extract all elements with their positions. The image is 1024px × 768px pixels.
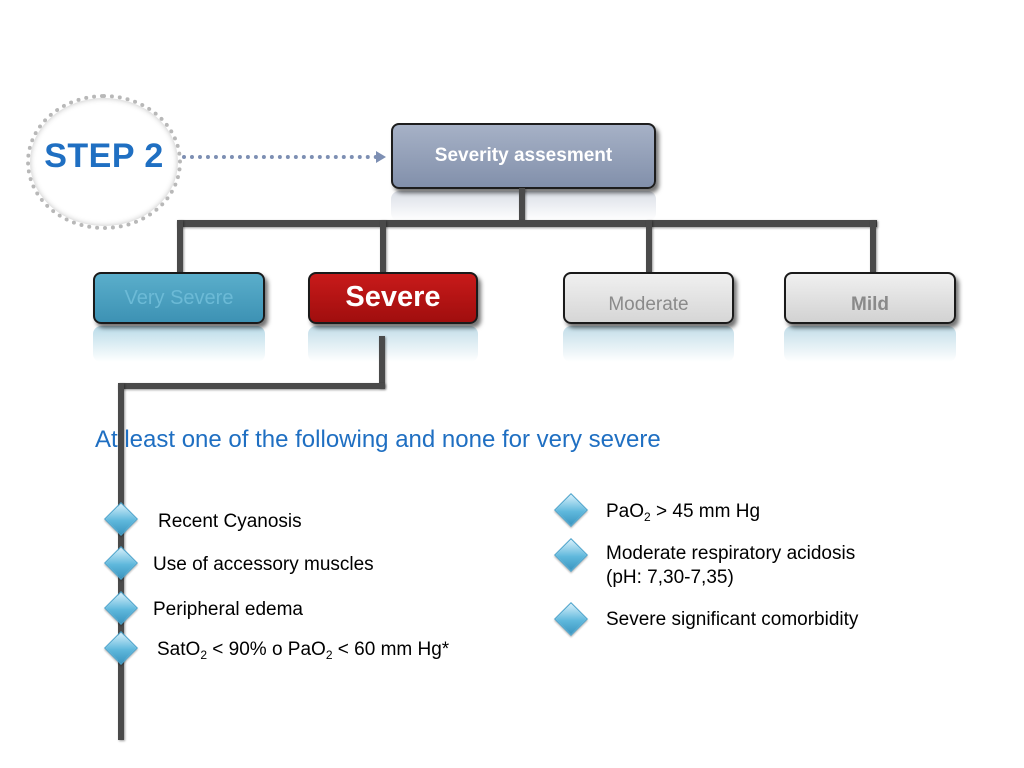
bullet-diamond-icon bbox=[554, 538, 588, 572]
bullet-diamond-icon bbox=[104, 546, 138, 580]
connector-trunk bbox=[519, 188, 525, 224]
connector-severe-horizontal bbox=[118, 383, 385, 389]
list-item-sato2: SatO2 < 90% o PaO2 < 60 mm Hg* bbox=[157, 639, 450, 662]
very-severe-reflection bbox=[93, 326, 265, 362]
severity-assessment-box: Severity assesment bbox=[391, 123, 656, 189]
bullet-diamond-icon bbox=[104, 631, 138, 665]
moderate-box: Moderate bbox=[563, 272, 734, 324]
connector-very-severe bbox=[177, 220, 183, 272]
criteria-heading: At least one of the following and none f… bbox=[95, 426, 661, 453]
list-item-comorbidity: Severe significant comorbidity bbox=[606, 609, 859, 630]
list-item-pao2: PaO2 > 45 mm Hg bbox=[606, 501, 761, 524]
connector-severe-down bbox=[379, 336, 385, 388]
severe-reflection bbox=[308, 326, 478, 362]
list-item-peripheral-edema: Peripheral edema bbox=[153, 599, 303, 620]
step-label: STEP 2 bbox=[44, 137, 164, 175]
connector-horizontal bbox=[177, 220, 877, 227]
bullet-diamond-icon bbox=[104, 591, 138, 625]
bullet-diamond-icon bbox=[554, 602, 588, 636]
connector-mild bbox=[870, 220, 876, 272]
list-item-accessory-muscles: Use of accessory muscles bbox=[153, 554, 374, 575]
list-item-recent-cyanosis: Recent Cyanosis bbox=[158, 511, 302, 532]
mild-box: Mild bbox=[784, 272, 956, 324]
bullet-diamond-icon bbox=[554, 493, 588, 527]
connector-severe bbox=[380, 220, 386, 272]
moderate-reflection bbox=[563, 326, 734, 362]
bullet-diamond-icon bbox=[104, 502, 138, 536]
step-arrow-head bbox=[376, 151, 386, 163]
step-circle bbox=[26, 94, 182, 230]
connector-moderate bbox=[646, 220, 652, 272]
mild-reflection bbox=[784, 326, 956, 362]
severe-box: Severe bbox=[308, 272, 478, 324]
very-severe-box: Very Severe bbox=[93, 272, 265, 324]
step-arrow-line bbox=[182, 155, 378, 159]
list-item-respiratory-acidosis: Moderate respiratory acidosis(pH: 7,30-7… bbox=[606, 543, 856, 588]
